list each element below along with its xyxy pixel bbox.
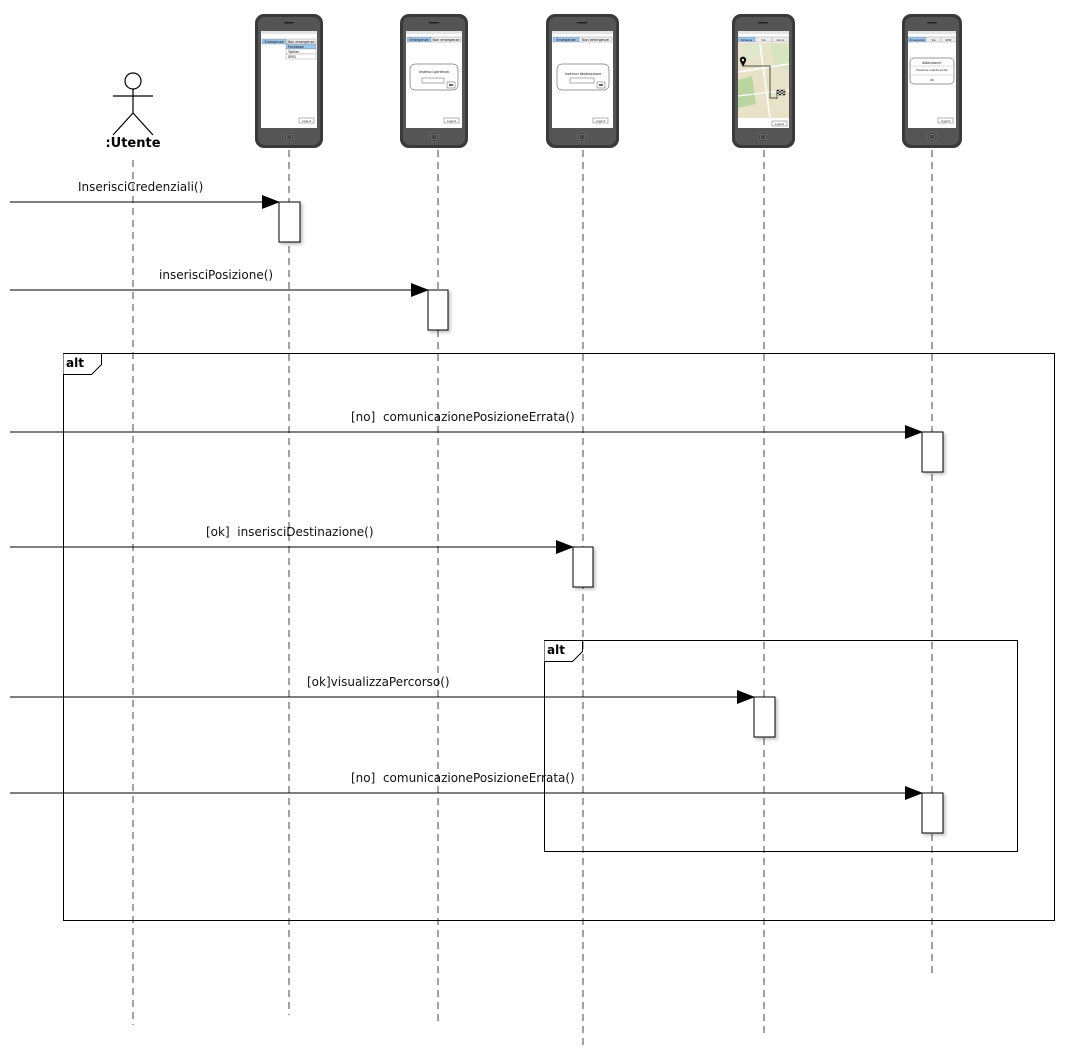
alt-fragment-outer: alt xyxy=(63,353,1055,921)
message-label: [ok] inserisciDestinazione() xyxy=(206,525,374,539)
stick-figure-icon xyxy=(112,72,154,136)
route-tab-2: Via xyxy=(761,38,765,42)
position-tab-2: Non emergenze xyxy=(433,38,460,42)
message-label: [no] comunicazionePosizioneErrata() xyxy=(351,771,575,785)
message-label: InserisciCredenziali() xyxy=(78,180,203,194)
login-menu-1: Facebook xyxy=(288,45,304,49)
message-label: [no] comunicazionePosizioneErrata() xyxy=(351,410,575,424)
activation-bar xyxy=(753,696,776,738)
route-tab-3: Arrivo xyxy=(777,38,785,42)
activation-bar xyxy=(921,431,944,473)
login-tab-1: Emergenze xyxy=(264,40,283,44)
alert-title: Attenzione! xyxy=(922,61,942,65)
login-logout: Logout xyxy=(302,119,311,123)
actor-name: :Utente xyxy=(105,136,160,151)
map-pin-icon xyxy=(739,56,747,67)
alert-tab-1: Emergenze xyxy=(910,38,925,42)
phone-destination: Emergenze Non emergenze Inserisci destin… xyxy=(546,14,619,148)
position-prompt: Inserisci partenza xyxy=(419,70,449,74)
login-menu-3: SPID xyxy=(288,55,296,59)
activation-bar xyxy=(278,201,301,243)
actor-utente: :Utente xyxy=(105,72,161,151)
finish-flag-icon xyxy=(776,89,786,99)
message-inserisci-credenziali: InserisciCredenziali() xyxy=(10,180,280,209)
login-tab-2: Non emergenze xyxy=(288,40,315,44)
message-comunicazione-errata-2: [no] comunicazionePosizioneErrata() xyxy=(10,771,923,800)
message-label: inserisciPosizione() xyxy=(159,268,273,282)
phone-login: Emergenze Non emergenze Facebook Twitter… xyxy=(255,14,323,148)
phone-position: Emergenze Non emergenze Inserisci parten… xyxy=(400,14,468,148)
message-inserisci-posizione: inserisciPosizione() xyxy=(10,268,429,297)
route-tab-1: Partenze xyxy=(741,38,753,42)
alt-label-inner: alt xyxy=(547,643,565,657)
alert-text: Posizione inserita errata xyxy=(916,68,948,72)
map-view xyxy=(737,43,790,119)
activation-bar xyxy=(427,289,449,331)
alert-tab-2: Via xyxy=(931,38,935,42)
phone-route: Partenze Via Arrivo xyxy=(732,14,795,148)
message-label: [ok]visualizzaPercorso() xyxy=(307,675,450,689)
destination-tab-1: Emergenze xyxy=(556,38,575,42)
activation-bar xyxy=(572,546,594,588)
message-visualizza-percorso: [ok]visualizzaPercorso() xyxy=(10,675,755,704)
phone-alert: Emergenze Via SPID Attenzione! Posizione… xyxy=(902,14,962,148)
position-tab-1: Emergenze xyxy=(409,38,428,42)
alert-tab-3: SPID xyxy=(946,38,952,42)
alt-label-outer: alt xyxy=(66,356,84,370)
activation-bar xyxy=(921,792,944,834)
alert-logout: Logout xyxy=(941,119,950,123)
position-logout: Logout xyxy=(447,119,456,123)
alt-fragment-inner: alt xyxy=(544,640,1018,852)
destination-tab-2: Non emergenze xyxy=(582,38,609,42)
message-comunicazione-errata-1: [no] comunicazionePosizioneErrata() xyxy=(10,410,923,439)
alert-ok: OK xyxy=(930,78,934,82)
route-logout: Logout xyxy=(775,122,784,126)
message-inserisci-destinazione: [ok] inserisciDestinazione() xyxy=(10,525,574,554)
destination-logout: Logout xyxy=(596,119,605,123)
destination-prompt: Inserisci destinazione xyxy=(565,72,602,76)
login-menu-2: Twitter xyxy=(287,50,300,54)
